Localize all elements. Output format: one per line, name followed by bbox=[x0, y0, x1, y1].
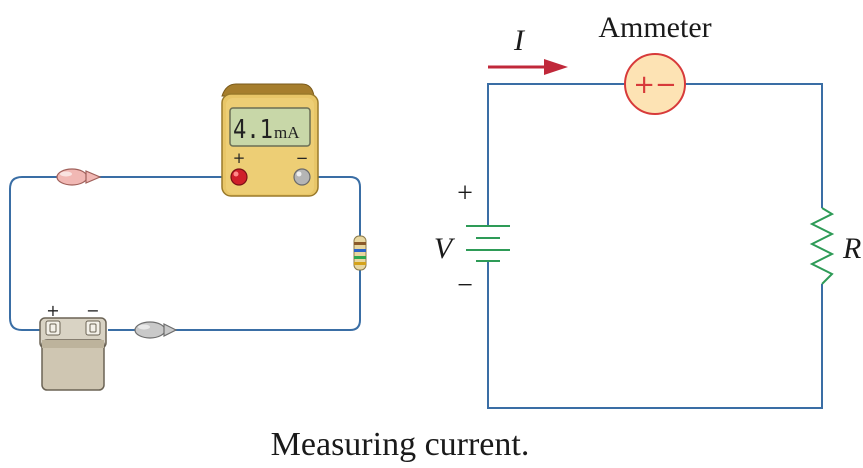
meter-plus-label: + bbox=[233, 149, 246, 167]
battery-plus-label: + bbox=[46, 301, 59, 320]
figure-caption: Measuring current. bbox=[270, 426, 530, 463]
meter-unit: mA bbox=[274, 123, 300, 142]
schematic-circuit: I Ammeter +− V + − R bbox=[434, 11, 861, 409]
digital-ammeter: 4.1 mA + − bbox=[221, 83, 319, 197]
source-minus-label: − bbox=[457, 270, 473, 301]
meter-black-terminal bbox=[293, 168, 311, 186]
pictorial-wire-right-lower bbox=[108, 270, 361, 331]
pictorial-circuit: + − 4.1 mA + − bbox=[9, 83, 367, 391]
meter-reading: 4.1 bbox=[233, 115, 273, 145]
source-plus-label: + bbox=[457, 178, 473, 209]
pictorial-resistor bbox=[353, 235, 367, 271]
ammeter-symbol: +− bbox=[624, 53, 686, 115]
pictorial-wire-top-left bbox=[9, 176, 228, 331]
meter-display bbox=[229, 107, 311, 147]
pictorial-wire-top-right bbox=[312, 176, 361, 236]
meter-red-terminal bbox=[230, 168, 248, 186]
source-label: V bbox=[434, 232, 456, 265]
current-label: I bbox=[513, 24, 526, 57]
alligator-clip-red bbox=[56, 168, 102, 186]
battery-minus-label: − bbox=[86, 301, 99, 320]
schematic-wire-top-right bbox=[685, 83, 823, 208]
resistor-label: R bbox=[842, 232, 861, 265]
schematic-wire-bottom bbox=[487, 261, 823, 409]
alligator-clip-black bbox=[134, 321, 178, 339]
pictorial-battery: + − bbox=[39, 301, 107, 391]
voltage-source bbox=[466, 225, 510, 262]
ammeter-polarity: +− bbox=[633, 70, 677, 100]
schematic-resistor bbox=[809, 207, 835, 285]
schematic-wire-top-left bbox=[487, 83, 625, 226]
current-arrow bbox=[488, 59, 568, 75]
ammeter-label: Ammeter bbox=[598, 11, 711, 44]
meter-minus-label: − bbox=[296, 149, 309, 167]
